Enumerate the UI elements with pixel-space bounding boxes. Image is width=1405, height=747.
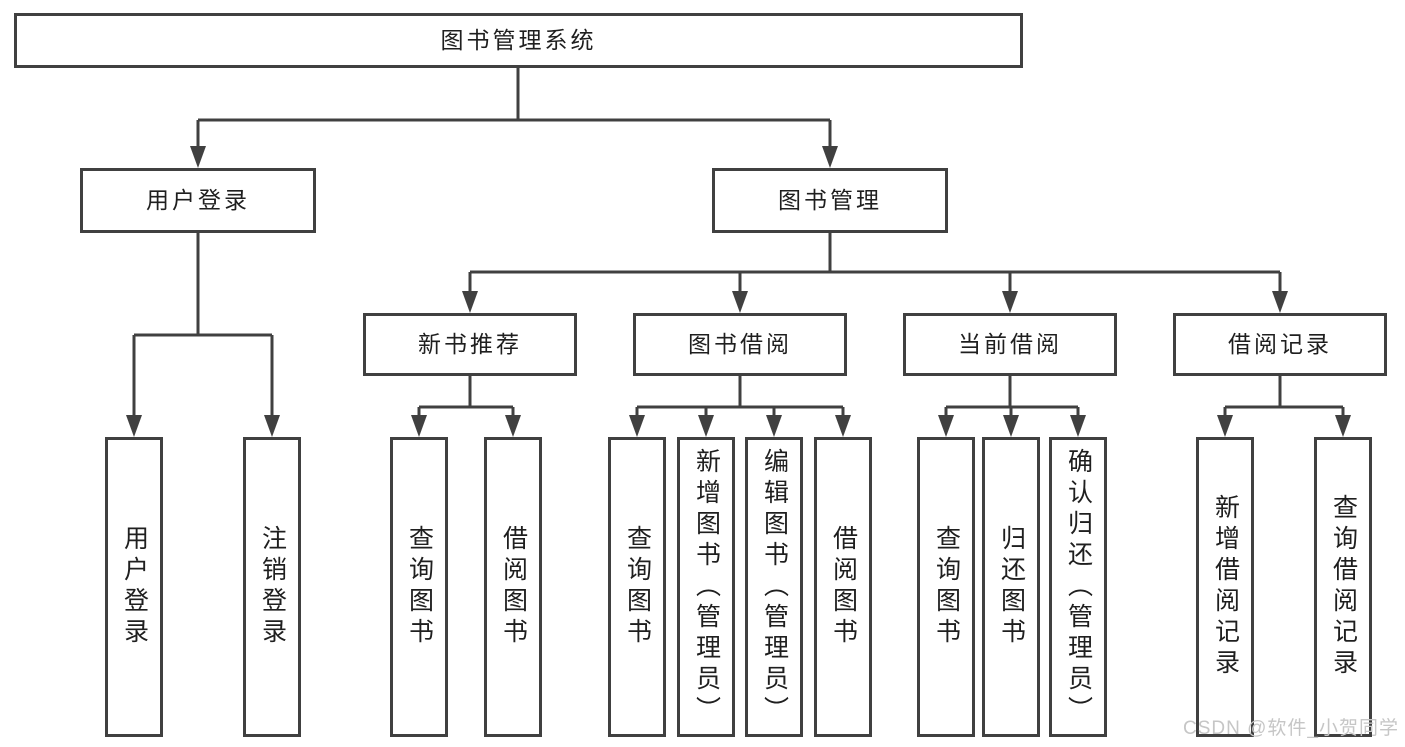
node-label: 查询借阅记录 [1329,494,1358,680]
node-label: 用户登录 [146,187,250,213]
node-label: 借阅图书 [829,525,858,649]
csdn-watermark: CSDN @软件_小贺同学 [1183,718,1399,739]
node-label: 图书管理 [778,187,882,213]
leaf-return-books: 归还图书 [982,437,1040,737]
node-current-borrowing: 当前借阅 [903,313,1117,376]
leaf-confirm-return-admin: 确认归还（管理员） [1049,437,1107,737]
node-label: 归还图书 [997,525,1026,649]
node-new-book-recommendation: 新书推荐 [363,313,577,376]
leaf-edit-books-admin: 编辑图书（管理员） [745,437,803,737]
node-borrowing-records: 借阅记录 [1173,313,1387,376]
node-user-login: 用户登录 [80,168,316,233]
leaf-add-borrow-record: 新增借阅记录 [1196,437,1254,737]
node-label: 用户登录 [120,525,149,649]
node-book-borrowing: 图书借阅 [633,313,847,376]
leaf-borrow-books-recommend: 借阅图书 [484,437,542,737]
leaf-add-books-admin: 新增图书（管理员） [677,437,735,737]
leaf-query-books-borrowing: 查询图书 [608,437,666,737]
leaf-logout: 注销登录 [243,437,301,737]
node-label: 图书管理系统 [440,27,597,53]
node-label: 新增借阅记录 [1211,494,1240,680]
leaf-query-books-current: 查询图书 [917,437,975,737]
node-label: 图书借阅 [688,331,792,357]
node-label: 编辑图书（管理员） [760,447,789,727]
node-label: 新增图书（管理员） [692,447,721,727]
node-label: 确认归还（管理员） [1064,447,1093,727]
node-label: 查询图书 [623,525,652,649]
node-label: 新书推荐 [418,331,522,357]
node-label: 借阅记录 [1228,331,1332,357]
leaf-borrow-books: 借阅图书 [814,437,872,737]
node-book-management: 图书管理 [712,168,948,233]
node-label: 借阅图书 [499,525,528,649]
node-label: 查询图书 [932,525,961,649]
node-label: 注销登录 [258,525,287,649]
leaf-user-login: 用户登录 [105,437,163,737]
leaf-query-books-recommend: 查询图书 [390,437,448,737]
node-label: 查询图书 [405,525,434,649]
node-label: 当前借阅 [958,331,1062,357]
node-library-management-system: 图书管理系统 [14,13,1023,68]
leaf-query-borrow-record: 查询借阅记录 [1314,437,1372,737]
